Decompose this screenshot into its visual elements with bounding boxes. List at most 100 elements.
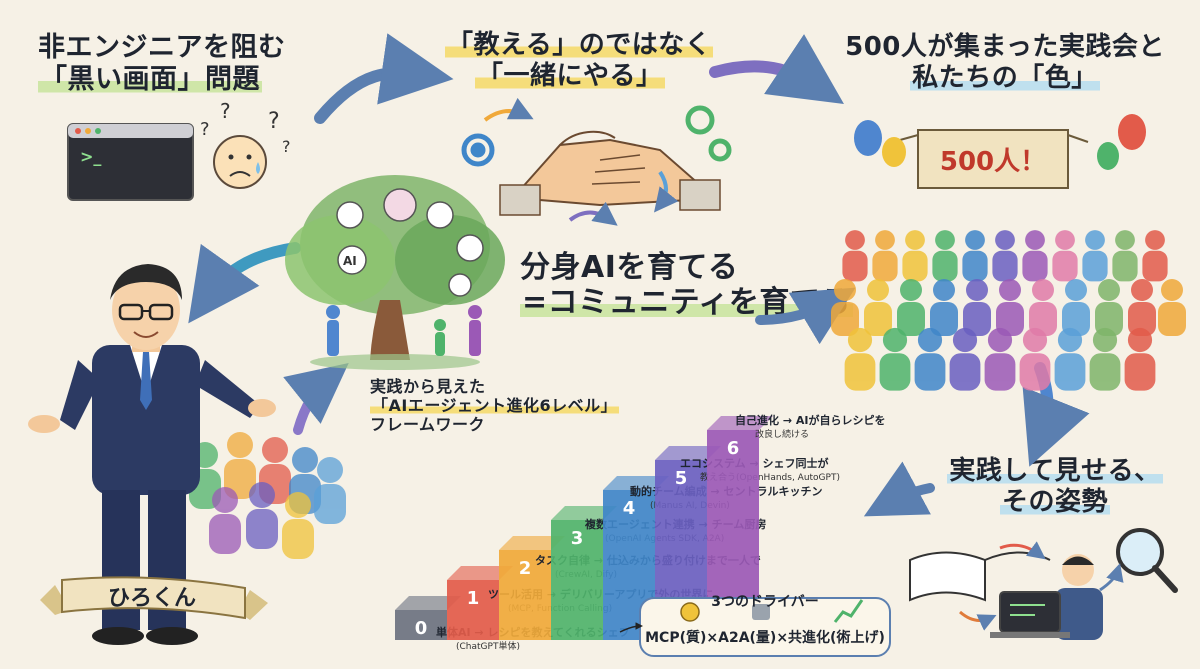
crowd-person-icon <box>879 327 911 391</box>
show-title-line2: その姿勢 <box>999 486 1110 517</box>
cycle-arrow-icon <box>568 201 618 226</box>
crowd-illustration: 500人！ <box>831 114 1186 391</box>
cycle-arrow-icon <box>654 170 679 213</box>
arrow-laptop-to-magnifier <box>1099 563 1124 592</box>
crowd-person-icon <box>992 230 1018 282</box>
crowd-person-icon <box>842 230 868 282</box>
crowd-person-icon <box>930 279 958 336</box>
problem-title: 非エンジニアを阻む 「黒い画面」問題 <box>38 32 286 96</box>
framework-title-line1: 実践から見えた <box>370 377 486 396</box>
arrow-level0-to-drivers <box>619 622 643 633</box>
arrow-tree-to-person <box>188 242 301 324</box>
arrow-book-to-person <box>999 541 1046 560</box>
crowd-person-icon <box>902 230 928 282</box>
handshake-icon <box>499 130 721 216</box>
level-step-3: 3 <box>551 506 617 640</box>
level-sub-6: 改良し続ける <box>755 428 809 440</box>
together-title-line2: 「一緒にやる」 <box>475 60 665 91</box>
crowd-person-icon <box>932 230 958 282</box>
framework-title-line3: フレームワーク <box>370 414 486 434</box>
problem-title-line2: 「黒い画面」問題 <box>38 63 262 95</box>
medal-icon <box>680 602 700 622</box>
level-sub-0: (ChatGPT単体) <box>456 640 520 652</box>
growth-chart-icon <box>833 599 864 623</box>
arrow-center-to-crowd <box>755 287 856 345</box>
together-title-line1: 「教える」のではなく <box>445 30 714 60</box>
name-ribbon: ひろくん <box>40 576 268 620</box>
drivers-title: 3つのドライバー <box>711 594 818 610</box>
event-title-line1: 500人が集まった実践会と <box>845 32 1165 62</box>
framework-title: 実践から見えた 「AIエージェント進化6レベル」 フレームワーク <box>370 377 620 435</box>
laptop-person-illustration <box>990 554 1103 640</box>
terminal-icon: >_ <box>67 123 194 201</box>
crowd-person-icon <box>314 457 346 524</box>
arrow-crowd-to-tree <box>283 363 349 435</box>
crowd-person-icon <box>282 492 314 559</box>
level-label-6: 自己進化 → AIが自らレシピを <box>735 413 885 427</box>
crowd-person-icon <box>1022 230 1048 282</box>
level-step-1: 1 <box>447 566 513 640</box>
crowd-person-icon <box>1089 327 1121 391</box>
chat-bubble-icon <box>448 273 472 297</box>
event-title: 500人が集まった実践会と 私たちの「色」 <box>835 32 1175 93</box>
crowd-person-icon <box>914 327 946 391</box>
level-number: 6 <box>727 438 740 459</box>
center-title-line1: 分身AIを育てる <box>520 250 739 285</box>
arrow-problem-to-together <box>314 33 454 124</box>
crowd-person-icon <box>1142 230 1168 282</box>
database-icon <box>752 604 770 620</box>
level-number: 1 <box>467 588 480 609</box>
person-icon <box>456 234 484 262</box>
crowd-person-icon <box>844 327 876 391</box>
level-step-2: 2 <box>499 536 565 640</box>
person-name: ひろくん <box>108 586 196 611</box>
balloon-icon <box>1097 142 1119 170</box>
crowd-person-icon <box>1052 230 1078 282</box>
crowd-person-icon <box>984 327 1016 391</box>
svg-text:?: ? <box>220 99 231 123</box>
event-banner-text: 500人！ <box>940 147 1046 177</box>
level-number: 3 <box>571 528 584 549</box>
crowd-person-icon <box>962 230 988 282</box>
crowd-person-icon <box>1082 230 1108 282</box>
terminal-prompt: >_ <box>80 147 101 166</box>
level-number: 4 <box>623 498 636 519</box>
together-title: 「教える」のではなく 「一緒にやる」 <box>445 30 714 91</box>
arrow-together-to-event <box>709 34 844 104</box>
crowd-person-icon <box>1054 327 1086 391</box>
crowd-person-icon <box>1158 279 1186 336</box>
event-title-line2: 私たちの「色」 <box>910 62 1100 93</box>
confused-face-icon: ? ? ? ? <box>200 99 291 189</box>
crowd-person-icon <box>897 279 925 336</box>
drivers-formula: MCP(質)×A2A(量)×共進化(術上げ) <box>645 629 885 646</box>
crowd-person-icon <box>831 279 859 336</box>
tree-illustration: AI <box>285 175 505 370</box>
person-illustration <box>28 264 276 645</box>
svg-text:?: ? <box>282 137 291 156</box>
ai-head-icon <box>337 245 367 275</box>
crowd-person-icon <box>864 279 892 336</box>
chat-bubble-icon <box>426 201 454 229</box>
level-step-0: 0 <box>395 596 461 640</box>
crowd-person-icon <box>1062 279 1090 336</box>
crowd-person-icon <box>1124 327 1156 391</box>
crowd-person-icon <box>1128 279 1156 336</box>
crowd-person-icon <box>872 230 898 282</box>
svg-text:?: ? <box>200 119 210 140</box>
balloon-icon <box>1118 114 1146 150</box>
tree-ai-label: AI <box>343 254 357 268</box>
framework-title-line2: 「AIエージェント進化6レベル」 <box>370 395 620 415</box>
crowd-person-icon <box>246 482 278 549</box>
arrow-show-to-levels <box>863 461 935 517</box>
crowd-person-icon <box>209 487 241 554</box>
brain-icon <box>383 188 417 222</box>
crowd-person-icon <box>949 327 981 391</box>
arrow-book-to-laptop <box>959 610 997 631</box>
crowd-person-icon <box>1112 230 1138 282</box>
left-crowd-illustration <box>189 432 346 559</box>
svg-text:?: ? <box>268 109 280 134</box>
gear-icon <box>461 133 495 167</box>
drivers-box: 3つのドライバー MCP(質)×A2A(量)×共進化(術上げ) <box>639 594 891 657</box>
cycle-arrow-icon <box>483 97 534 122</box>
